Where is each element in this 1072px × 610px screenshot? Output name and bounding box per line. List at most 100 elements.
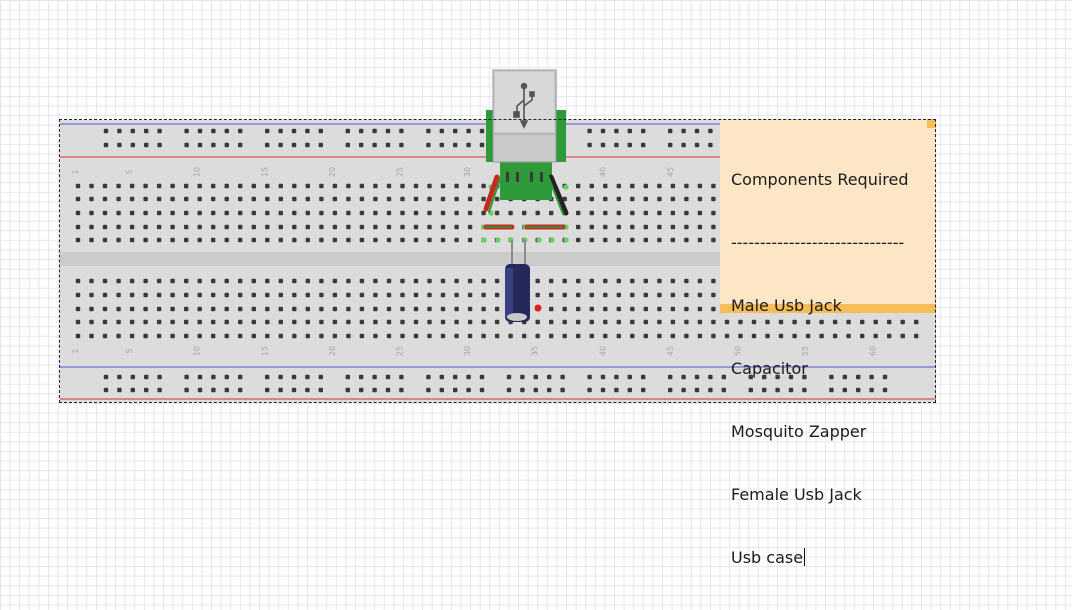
breadboard-hole[interactable]: [170, 210, 175, 216]
breadboard-hole[interactable]: [547, 374, 552, 380]
breadboard-hole[interactable]: [522, 333, 527, 339]
breadboard-hole[interactable]: [346, 237, 351, 243]
breadboard-hole[interactable]: [156, 306, 162, 312]
breadboard-hole[interactable]: [291, 142, 297, 148]
breadboard-hole[interactable]: [319, 196, 324, 202]
breadboard-hole[interactable]: [157, 128, 162, 134]
breadboard-hole[interactable]: [251, 292, 256, 298]
breadboard-hole[interactable]: [711, 319, 716, 325]
breadboard-hole[interactable]: [481, 292, 486, 298]
breadboard-hole[interactable]: [643, 237, 648, 243]
breadboard-hole[interactable]: [616, 306, 621, 312]
breadboard-hole[interactable]: [603, 278, 608, 284]
breadboard-hole[interactable]: [630, 319, 635, 325]
breadboard-hole[interactable]: [440, 292, 446, 298]
breadboard-hole[interactable]: [130, 374, 135, 380]
breadboard-hole[interactable]: [562, 319, 567, 325]
breadboard-hole[interactable]: [616, 319, 621, 325]
breadboard-hole[interactable]: [589, 183, 594, 189]
breadboard-hole[interactable]: [600, 374, 606, 380]
breadboard-hole[interactable]: [130, 128, 135, 134]
breadboard-hole[interactable]: [587, 128, 592, 134]
breadboard-hole[interactable]: [116, 292, 121, 298]
breadboard-hole[interactable]: [117, 387, 122, 393]
breadboard-hole[interactable]: [603, 196, 608, 202]
breadboard-hole[interactable]: [156, 319, 162, 325]
breadboard-hole[interactable]: [373, 237, 378, 243]
breadboard-hole[interactable]: [224, 374, 229, 380]
breadboard-hole[interactable]: [75, 319, 81, 325]
breadboard-hole[interactable]: [535, 319, 540, 325]
breadboard-hole[interactable]: [426, 387, 431, 393]
breadboard-hole[interactable]: [144, 387, 149, 393]
breadboard-hole[interactable]: [359, 387, 364, 393]
breadboard-hole[interactable]: [211, 374, 216, 380]
breadboard-hole[interactable]: [751, 333, 757, 339]
breadboard-hole[interactable]: [372, 128, 377, 134]
breadboard-hole[interactable]: [765, 333, 770, 339]
breadboard-hole[interactable]: [684, 306, 689, 312]
breadboard-hole[interactable]: [156, 292, 162, 298]
breadboard-hole[interactable]: [802, 387, 807, 393]
breadboard-hole[interactable]: [143, 319, 148, 325]
breadboard-hole[interactable]: [697, 278, 703, 284]
breadboard-hole[interactable]: [75, 183, 81, 189]
breadboard-hole[interactable]: [278, 224, 283, 230]
breadboard-hole[interactable]: [630, 278, 635, 284]
breadboard-hole[interactable]: [251, 333, 256, 339]
breadboard-hole[interactable]: [143, 196, 148, 202]
breadboard-hole[interactable]: [697, 210, 703, 216]
breadboard-hole[interactable]: [197, 306, 202, 312]
breadboard-hole[interactable]: [265, 278, 270, 284]
breadboard-hole[interactable]: [116, 278, 121, 284]
breadboard-hole[interactable]: [694, 374, 700, 380]
breadboard-hole[interactable]: [89, 306, 94, 312]
breadboard-hole[interactable]: [224, 128, 229, 134]
breadboard-hole[interactable]: [359, 374, 364, 380]
breadboard-hole[interactable]: [373, 183, 378, 189]
wire-black-right[interactable]: [548, 174, 569, 216]
breadboard-hole[interactable]: [373, 333, 378, 339]
breadboard-hole[interactable]: [305, 278, 310, 284]
breadboard-hole[interactable]: [265, 306, 270, 312]
breadboard-hole[interactable]: [251, 196, 256, 202]
breadboard-hole[interactable]: [627, 142, 632, 148]
breadboard-hole[interactable]: [440, 306, 446, 312]
breadboard-hole[interactable]: [238, 306, 243, 312]
breadboard-hole[interactable]: [427, 333, 432, 339]
breadboard-hole[interactable]: [603, 306, 608, 312]
breadboard-hole[interactable]: [427, 210, 432, 216]
breadboard-hole[interactable]: [560, 387, 565, 393]
breadboard-hole[interactable]: [440, 319, 446, 325]
breadboard-hole[interactable]: [89, 183, 94, 189]
breadboard-hole[interactable]: [75, 292, 81, 298]
breadboard-hole[interactable]: [454, 278, 459, 284]
breadboard-hole[interactable]: [454, 306, 459, 312]
breadboard-hole[interactable]: [211, 210, 216, 216]
breadboard-hole[interactable]: [576, 306, 581, 312]
breadboard-hole[interactable]: [900, 319, 905, 325]
breadboard-hole[interactable]: [657, 224, 662, 230]
breadboard-hole[interactable]: [466, 387, 471, 393]
breadboard-hole[interactable]: [684, 278, 689, 284]
breadboard-hole[interactable]: [560, 374, 565, 380]
breadboard-hole[interactable]: [278, 374, 283, 380]
breadboard-hole[interactable]: [103, 374, 109, 380]
breadboard-hole[interactable]: [589, 278, 594, 284]
breadboard-hole[interactable]: [643, 278, 648, 284]
breadboard-hole[interactable]: [292, 210, 297, 216]
breadboard-hole[interactable]: [643, 183, 648, 189]
breadboard-hole[interactable]: [265, 224, 270, 230]
breadboard-hole[interactable]: [616, 224, 621, 230]
breadboard-hole[interactable]: [453, 374, 458, 380]
breadboard-hole[interactable]: [224, 387, 229, 393]
breadboard-hole[interactable]: [589, 333, 594, 339]
usb-jack-component[interactable]: [481, 69, 569, 243]
breadboard-hole[interactable]: [170, 183, 175, 189]
breadboard-hole[interactable]: [681, 374, 686, 380]
breadboard-hole[interactable]: [481, 278, 486, 284]
breadboard-hole[interactable]: [887, 319, 892, 325]
breadboard-hole[interactable]: [751, 319, 757, 325]
breadboard-hole[interactable]: [413, 278, 419, 284]
breadboard-hole[interactable]: [668, 128, 673, 134]
